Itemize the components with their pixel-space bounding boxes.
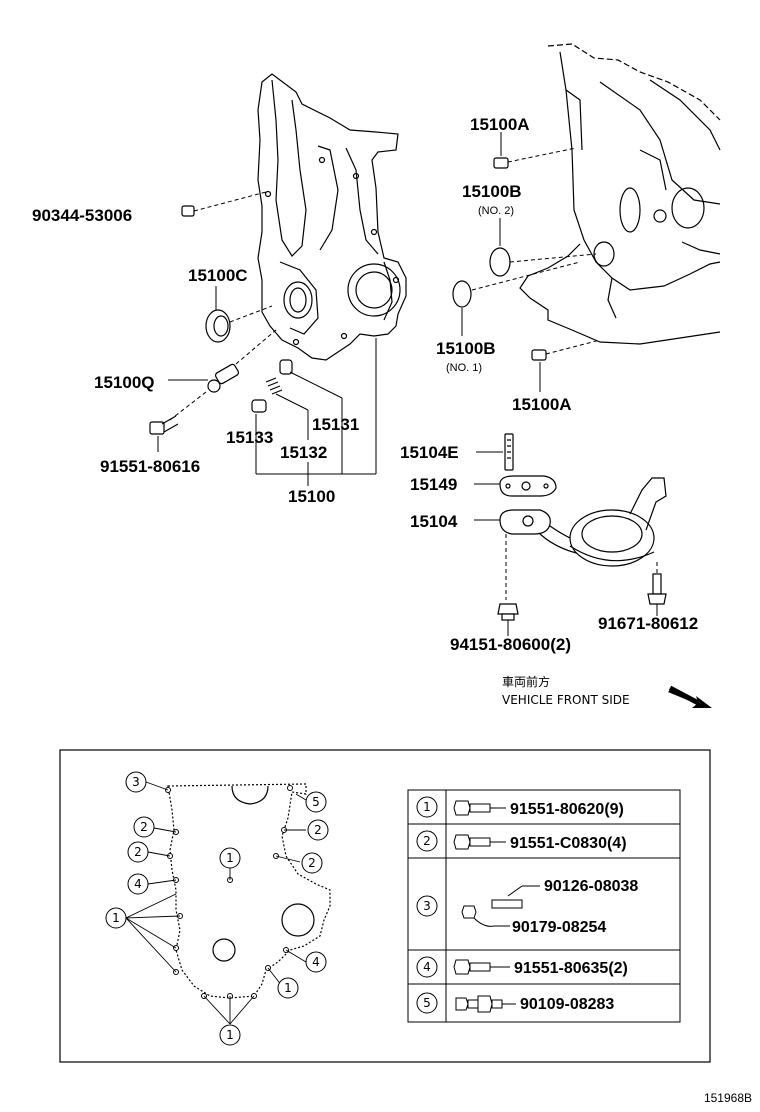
- relief-parts: [251, 338, 377, 486]
- marker-2-b: 2: [134, 845, 142, 859]
- front-arrow: [668, 685, 712, 709]
- dowel-15100a-top: [493, 132, 577, 169]
- label-15104e: 15104E: [400, 443, 459, 462]
- marker-4-right: 4: [312, 955, 320, 969]
- label-91671-80612: 91671-80612: [598, 614, 698, 633]
- legend-rows: 1 91551-80620(9) 2 91551-C0830(4) 3 9012…: [416, 796, 638, 1014]
- o-ring-15100b-no1: [452, 261, 581, 336]
- marker-1-center: 1: [226, 851, 234, 865]
- marker-4-left: 4: [134, 877, 142, 891]
- legend-part-3a: 90126-08038: [544, 878, 638, 895]
- label-15131: 15131: [312, 415, 359, 434]
- label-15100b-top-sub: (NO. 2): [478, 205, 514, 217]
- label-15100b-bot-sub: (NO. 1): [446, 362, 482, 374]
- label-15100b-bot: 15100B: [436, 339, 496, 358]
- marker-1-left: 1: [112, 911, 120, 925]
- inset-bolt-dots: [165, 785, 293, 999]
- legend-num-3: 3: [423, 899, 431, 913]
- label-15100b-top: 15100B: [462, 182, 522, 201]
- legend-num-1: 1: [423, 800, 431, 814]
- label-15104: 15104: [410, 512, 458, 531]
- relief-valve-15100q: [168, 329, 277, 421]
- label-15100a-bot: 15100A: [512, 395, 572, 414]
- label-15133: 15133: [226, 428, 273, 447]
- oil-strainer: [474, 433, 667, 600]
- legend-part-4: 91551-80635(2): [514, 960, 628, 977]
- marker-1-right: 1: [284, 981, 292, 995]
- inset-leaders: [125, 781, 307, 1025]
- legend-part-1: 91551-80620(9): [510, 801, 624, 818]
- marker-2-d: 2: [308, 856, 316, 870]
- timing-cover: [257, 73, 407, 361]
- label-94151-80600: 94151-80600(2): [450, 635, 571, 654]
- label-15100c: 15100C: [188, 266, 248, 285]
- marker-2-c: 2: [314, 823, 322, 837]
- marker-3: 3: [132, 775, 140, 789]
- oil-seal-15100c: [205, 286, 273, 343]
- legend-part-3b: 90179-08254: [512, 919, 606, 936]
- label-15132: 15132: [280, 443, 327, 462]
- label-15100q: 15100Q: [94, 373, 155, 392]
- front-label-jp: 車両前方: [502, 674, 550, 689]
- legend-num-5: 5: [423, 996, 431, 1010]
- label-15100a-top: 15100A: [470, 115, 530, 134]
- bolt-91671: [647, 562, 667, 616]
- nut-94151: [497, 603, 519, 636]
- legend-num-2: 2: [423, 834, 431, 848]
- label-91551-80616: 91551-80616: [100, 457, 200, 476]
- front-label-en: VEHICLE FRONT SIDE: [502, 693, 630, 707]
- legend-part-2: 91551-C0830(4): [510, 835, 627, 852]
- dowel-15100a-bot: [531, 339, 601, 392]
- label-15149: 15149: [410, 475, 457, 494]
- engine-block: [519, 43, 721, 345]
- bolt-91551-80616: [149, 415, 179, 452]
- label-15100: 15100: [288, 487, 335, 506]
- legend-bolt-icons: [453, 800, 540, 1013]
- inset-frame: [59, 749, 711, 1063]
- label-90344-53006: 90344-53006: [32, 206, 132, 225]
- marker-2-a: 2: [140, 820, 148, 834]
- marker-5: 5: [312, 795, 320, 809]
- plug-90344: [181, 191, 267, 217]
- o-ring-15100b-no2: [489, 218, 597, 277]
- legend-part-5: 90109-08283: [520, 996, 614, 1013]
- figure-id: 151968B: [704, 1091, 752, 1105]
- marker-1-bottom: 1: [226, 1028, 234, 1042]
- legend-num-4: 4: [423, 960, 431, 974]
- inset-markers: 3 5 2 2 2 2 1 4 1 4 1 1: [105, 771, 329, 1046]
- inset-cover: [167, 783, 331, 999]
- legend-table: [407, 789, 681, 1023]
